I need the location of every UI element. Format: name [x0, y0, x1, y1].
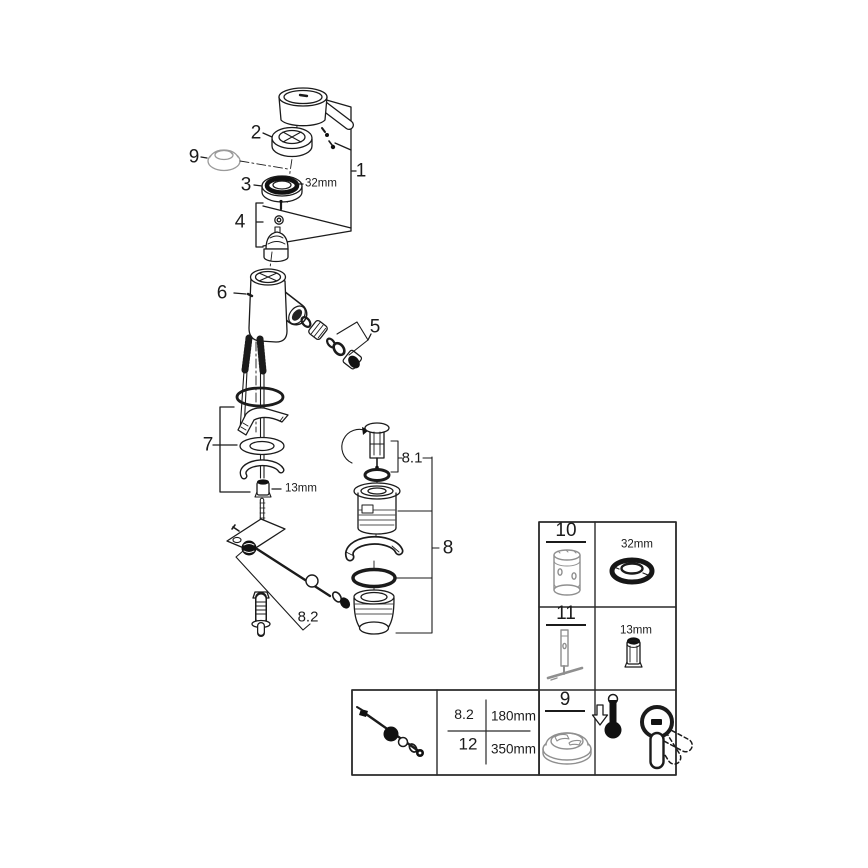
lever-handle	[278, 87, 354, 206]
base-ring-32mm-illustration	[609, 557, 655, 585]
table-num-9: 9	[545, 690, 585, 712]
handle-base-ring	[262, 126, 313, 158]
length-row-12-num: 12	[458, 734, 478, 754]
callout-8-1: 8.1	[401, 449, 423, 467]
callout-5: 5	[369, 316, 381, 338]
fixing-set	[212, 386, 289, 525]
table-dim-13mm: 13mm	[620, 624, 652, 637]
length-row-8-2-val: 180mm	[491, 708, 537, 724]
callout-1: 1	[355, 160, 367, 182]
waste-plug	[341, 422, 433, 482]
callout-6: 6	[216, 282, 228, 304]
temperature-limiter-icon	[591, 693, 622, 739]
callout-3: 3	[240, 174, 252, 196]
faucet-body	[233, 268, 308, 343]
rod-part-illustration	[356, 706, 424, 757]
dim-label-13mm: 13mm	[285, 482, 317, 495]
callout-2: 2	[250, 122, 262, 144]
temperature-limiter-cap	[200, 149, 289, 172]
table-num-11: 11	[546, 604, 586, 626]
cartridge-flange-ring	[253, 175, 304, 203]
callout-7: 7	[202, 434, 214, 456]
cartridge-assembly	[255, 199, 289, 269]
dome-part-illustration	[542, 732, 592, 765]
callout-4: 4	[234, 211, 246, 233]
table-num-10: 10	[546, 521, 586, 543]
dim-label-32mm: 32mm	[305, 177, 337, 190]
length-row-8-2-num: 8.2	[454, 706, 474, 722]
pop-up-rod-assembly	[226, 518, 351, 631]
socket-nut-13mm-illustration	[624, 637, 643, 668]
callout-8-2: 8.2	[297, 608, 319, 626]
aerator-parts	[300, 316, 372, 370]
table-dim-32mm: 32mm	[621, 538, 653, 551]
waste-connector	[251, 591, 271, 637]
drain-set	[344, 456, 440, 635]
length-row-12-val: 350mm	[491, 741, 537, 757]
handle-positions-icon	[640, 705, 693, 770]
callout-8: 8	[442, 537, 454, 559]
callout-9: 9	[188, 146, 200, 168]
mounting-tool-illustration	[546, 629, 584, 681]
cartridge-part-illustration	[553, 549, 581, 596]
